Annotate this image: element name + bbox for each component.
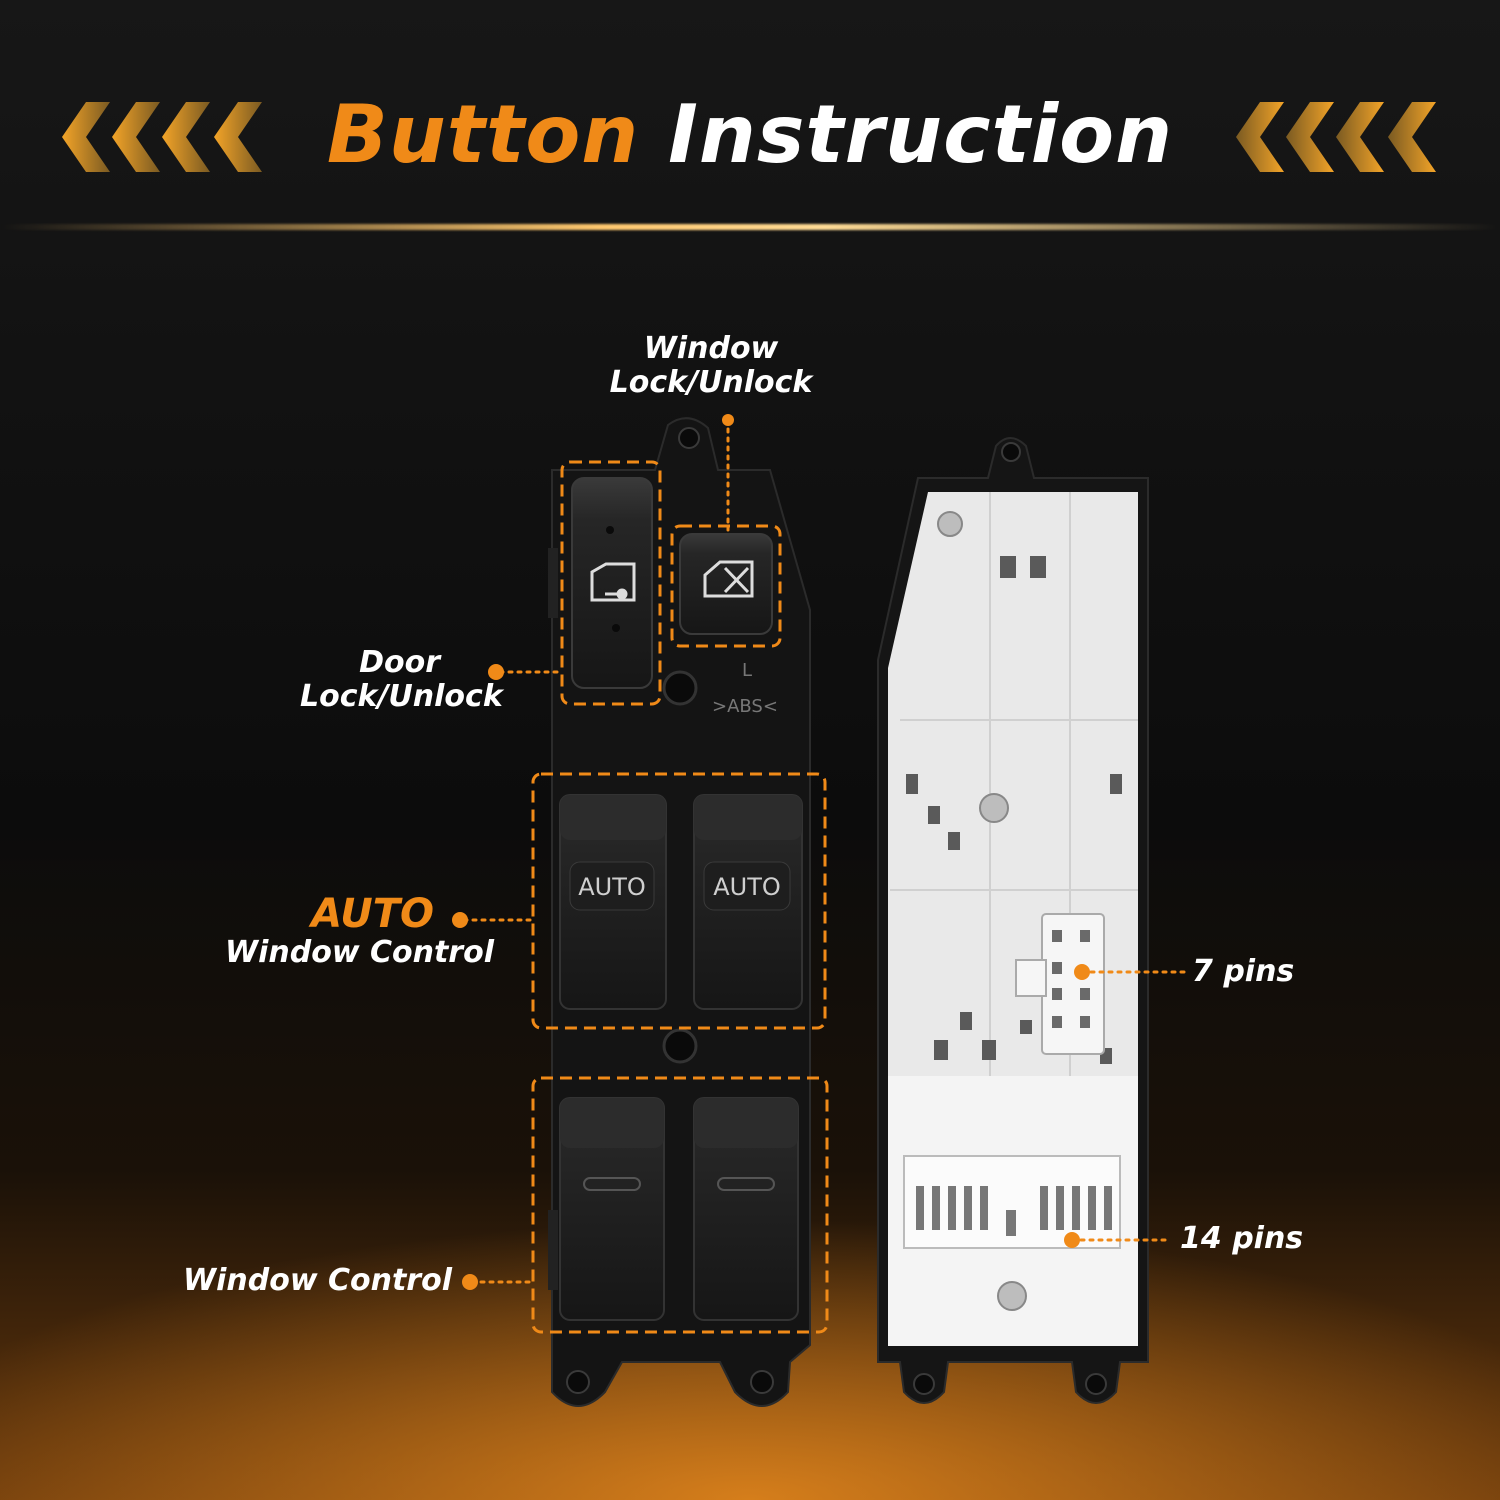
pins14-dot xyxy=(1064,1232,1080,1248)
window-lock-label: Window Lock/Unlock xyxy=(600,332,822,400)
door-lock-label-line1: Door xyxy=(359,645,440,680)
window-control-dot xyxy=(462,1274,478,1290)
door-lock-dot xyxy=(488,664,504,680)
window-lock-switch xyxy=(679,533,773,635)
window-control-highlight xyxy=(531,1076,829,1334)
door-lock-label: Door Lock/Unlock xyxy=(300,645,503,714)
switch-back-body xyxy=(877,437,1149,1404)
right-chevrons-icon xyxy=(1236,102,1436,172)
door-key-icon xyxy=(590,562,636,602)
title-part-button: Button xyxy=(326,88,640,181)
pins14-label: 14 pins xyxy=(1180,1221,1304,1256)
marking-abs: >ABS< xyxy=(712,696,778,717)
auto-switch-right: AUTO xyxy=(693,794,803,1010)
window-lock-icon xyxy=(703,560,754,598)
header-divider xyxy=(0,224,1500,230)
page-title: Button Instruction xyxy=(0,88,1500,181)
auto-word: AUTO xyxy=(311,891,434,937)
pins7-dot xyxy=(1074,964,1090,980)
window-lock-label-line1: Window xyxy=(643,331,779,366)
door-lock-switch xyxy=(571,477,653,689)
title-part-instruction: Instruction xyxy=(668,88,1174,181)
window-lock-dot xyxy=(722,414,734,426)
auto-switch-left: AUTO xyxy=(559,794,667,1010)
pins7-label: 7 pins xyxy=(1192,954,1295,989)
auto-label-right: AUTO xyxy=(713,873,781,901)
marking-l: L xyxy=(742,660,752,681)
auto-window-highlight xyxy=(531,772,827,1030)
auto-label-left: AUTO xyxy=(578,873,646,901)
window-switch-right xyxy=(693,1097,799,1321)
auto-window-control-label: AUTO Window Control xyxy=(200,892,494,970)
window-lock-label-line2: Lock/Unlock xyxy=(609,365,813,400)
window-switch-left xyxy=(559,1097,665,1321)
door-lock-label-line2: Lock/Unlock xyxy=(300,679,503,714)
connector-14-pin xyxy=(903,1155,1121,1249)
window-control-label: Window Control xyxy=(183,1263,452,1298)
left-chevrons-icon xyxy=(62,102,262,172)
auto-window-control-text: Window Control xyxy=(225,935,494,970)
door-lock-highlight xyxy=(560,460,662,706)
auto-window-dot xyxy=(452,912,468,928)
connector-7-pin xyxy=(1015,913,1105,1055)
window-lock-highlight xyxy=(670,524,782,648)
